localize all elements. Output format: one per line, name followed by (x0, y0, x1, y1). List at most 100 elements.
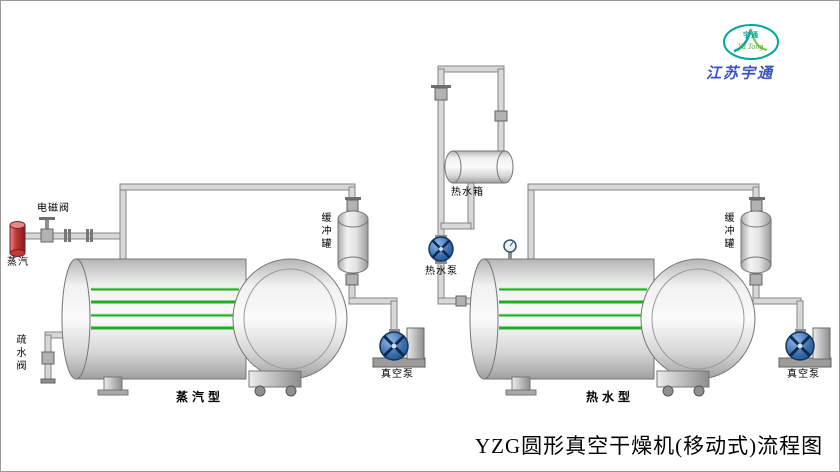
valve-icon (749, 197, 765, 212)
wheel (254, 385, 266, 397)
heating-tubes (91, 287, 239, 330)
vessel-trolley (656, 370, 710, 388)
steam-cylinder-top (9, 221, 26, 229)
pump-hub (439, 247, 443, 251)
buffer-tank-right-label: 缓冲罐 (722, 212, 733, 251)
vacuum-pump-right-label: 真空泵 (787, 369, 820, 380)
check-valve-icon (749, 273, 763, 286)
steam-inlet (9, 221, 26, 257)
pipe-segment (22, 232, 127, 240)
vessel-foot (505, 389, 537, 396)
vessel-leg (511, 376, 531, 392)
buffer-tank-left-label: 缓冲罐 (319, 212, 330, 251)
pipe-fitting-icon (494, 110, 508, 122)
logo-emblem-text: 宇通 (743, 31, 759, 39)
pipe-segment (437, 65, 505, 73)
steam-cylinder-bottom (9, 249, 26, 257)
pressure-gauge-icon (503, 239, 517, 260)
tank-bottom (740, 256, 772, 274)
wheel (285, 385, 297, 397)
logo-swoosh (733, 28, 753, 53)
company-logo-emblem (723, 24, 779, 60)
tank-left-head (444, 150, 462, 184)
valve-body (346, 199, 359, 212)
valve-handle (749, 197, 765, 200)
tank-right-head (496, 150, 514, 184)
hot-water-dryer-vessel (469, 258, 756, 397)
pipe-segment (752, 297, 802, 305)
pump-hub (391, 343, 397, 349)
vessel-trolley (248, 370, 302, 388)
steam-inlet-label: 蒸汽 (7, 257, 29, 268)
steam-trap-label: 疏水阀 (14, 334, 25, 373)
valve-icon (345, 197, 361, 212)
vessel-door-ring (651, 268, 745, 370)
vessel-left-head (61, 258, 91, 380)
hot-water-tank (444, 150, 514, 184)
vacuum-pump-right (778, 327, 832, 368)
hot-water-tank-label: 热水箱 (451, 187, 484, 198)
gauge-stem (508, 251, 512, 260)
buffer-tank-left (337, 210, 369, 274)
pipe-segment (527, 183, 760, 191)
pump-hub (797, 343, 803, 349)
valve-body (750, 199, 763, 212)
wheel (693, 385, 705, 397)
wheel (662, 385, 674, 397)
heating-tubes (499, 287, 647, 330)
solenoid-valve-label: 电磁阀 (37, 203, 70, 214)
pump-motor (812, 327, 831, 360)
steam-dryer-vessel (61, 258, 348, 397)
trap-outlet (40, 378, 56, 384)
pipe-segment (440, 222, 472, 230)
tank-bottom (337, 256, 369, 274)
valve-stem (45, 220, 49, 230)
valve-body (40, 228, 54, 243)
vacuum-pump-left (372, 327, 426, 368)
vessel-leg (103, 376, 123, 392)
pipe-flange-icon (64, 229, 93, 242)
gauge-needle (509, 241, 514, 247)
valve-handle (39, 217, 55, 220)
vessel-foot (97, 389, 129, 396)
pump-motor (406, 327, 425, 360)
valve-icon (455, 295, 467, 307)
buffer-tank-right (740, 210, 772, 274)
steam-type-label: 蒸汽型 (176, 390, 225, 404)
vessel-body (483, 258, 655, 380)
pipe-segment (348, 297, 398, 305)
check-valve-icon (345, 273, 359, 286)
valve-icon (431, 85, 451, 101)
pipe-segment (527, 186, 535, 262)
vessel-door-ring (243, 268, 337, 370)
hot-water-type-label: 热水型 (586, 390, 635, 404)
trap-body (41, 351, 55, 365)
valve-handle (345, 197, 361, 200)
hot-water-pump-label: 热水泵 (425, 266, 458, 277)
tank-top (740, 210, 772, 228)
valve-handle (431, 85, 451, 88)
logo-emblem-script: Yu Tong (738, 42, 764, 51)
valve-body (434, 87, 448, 101)
hot-water-pump-icon (428, 235, 454, 264)
logo-swoosh (750, 28, 768, 51)
page-title: YZG圆形真空干燥机(移动式)流程图 (475, 434, 824, 458)
pipe-segment (119, 183, 356, 191)
solenoid-valve-icon (39, 217, 55, 243)
vessel-body (75, 258, 247, 380)
flange (68, 229, 71, 242)
tank-shell (452, 150, 506, 184)
vessel-door (232, 258, 348, 380)
flange (86, 229, 89, 242)
flange (90, 229, 93, 242)
tank-top (337, 210, 369, 228)
steam-trap-icon (40, 351, 56, 384)
steam-cylinder (9, 224, 26, 254)
vacuum-pump-left-label: 真空泵 (381, 369, 414, 380)
flange (64, 229, 67, 242)
vessel-left-head (469, 258, 499, 380)
vessel-door (640, 258, 756, 380)
pipe-segment (119, 186, 127, 262)
